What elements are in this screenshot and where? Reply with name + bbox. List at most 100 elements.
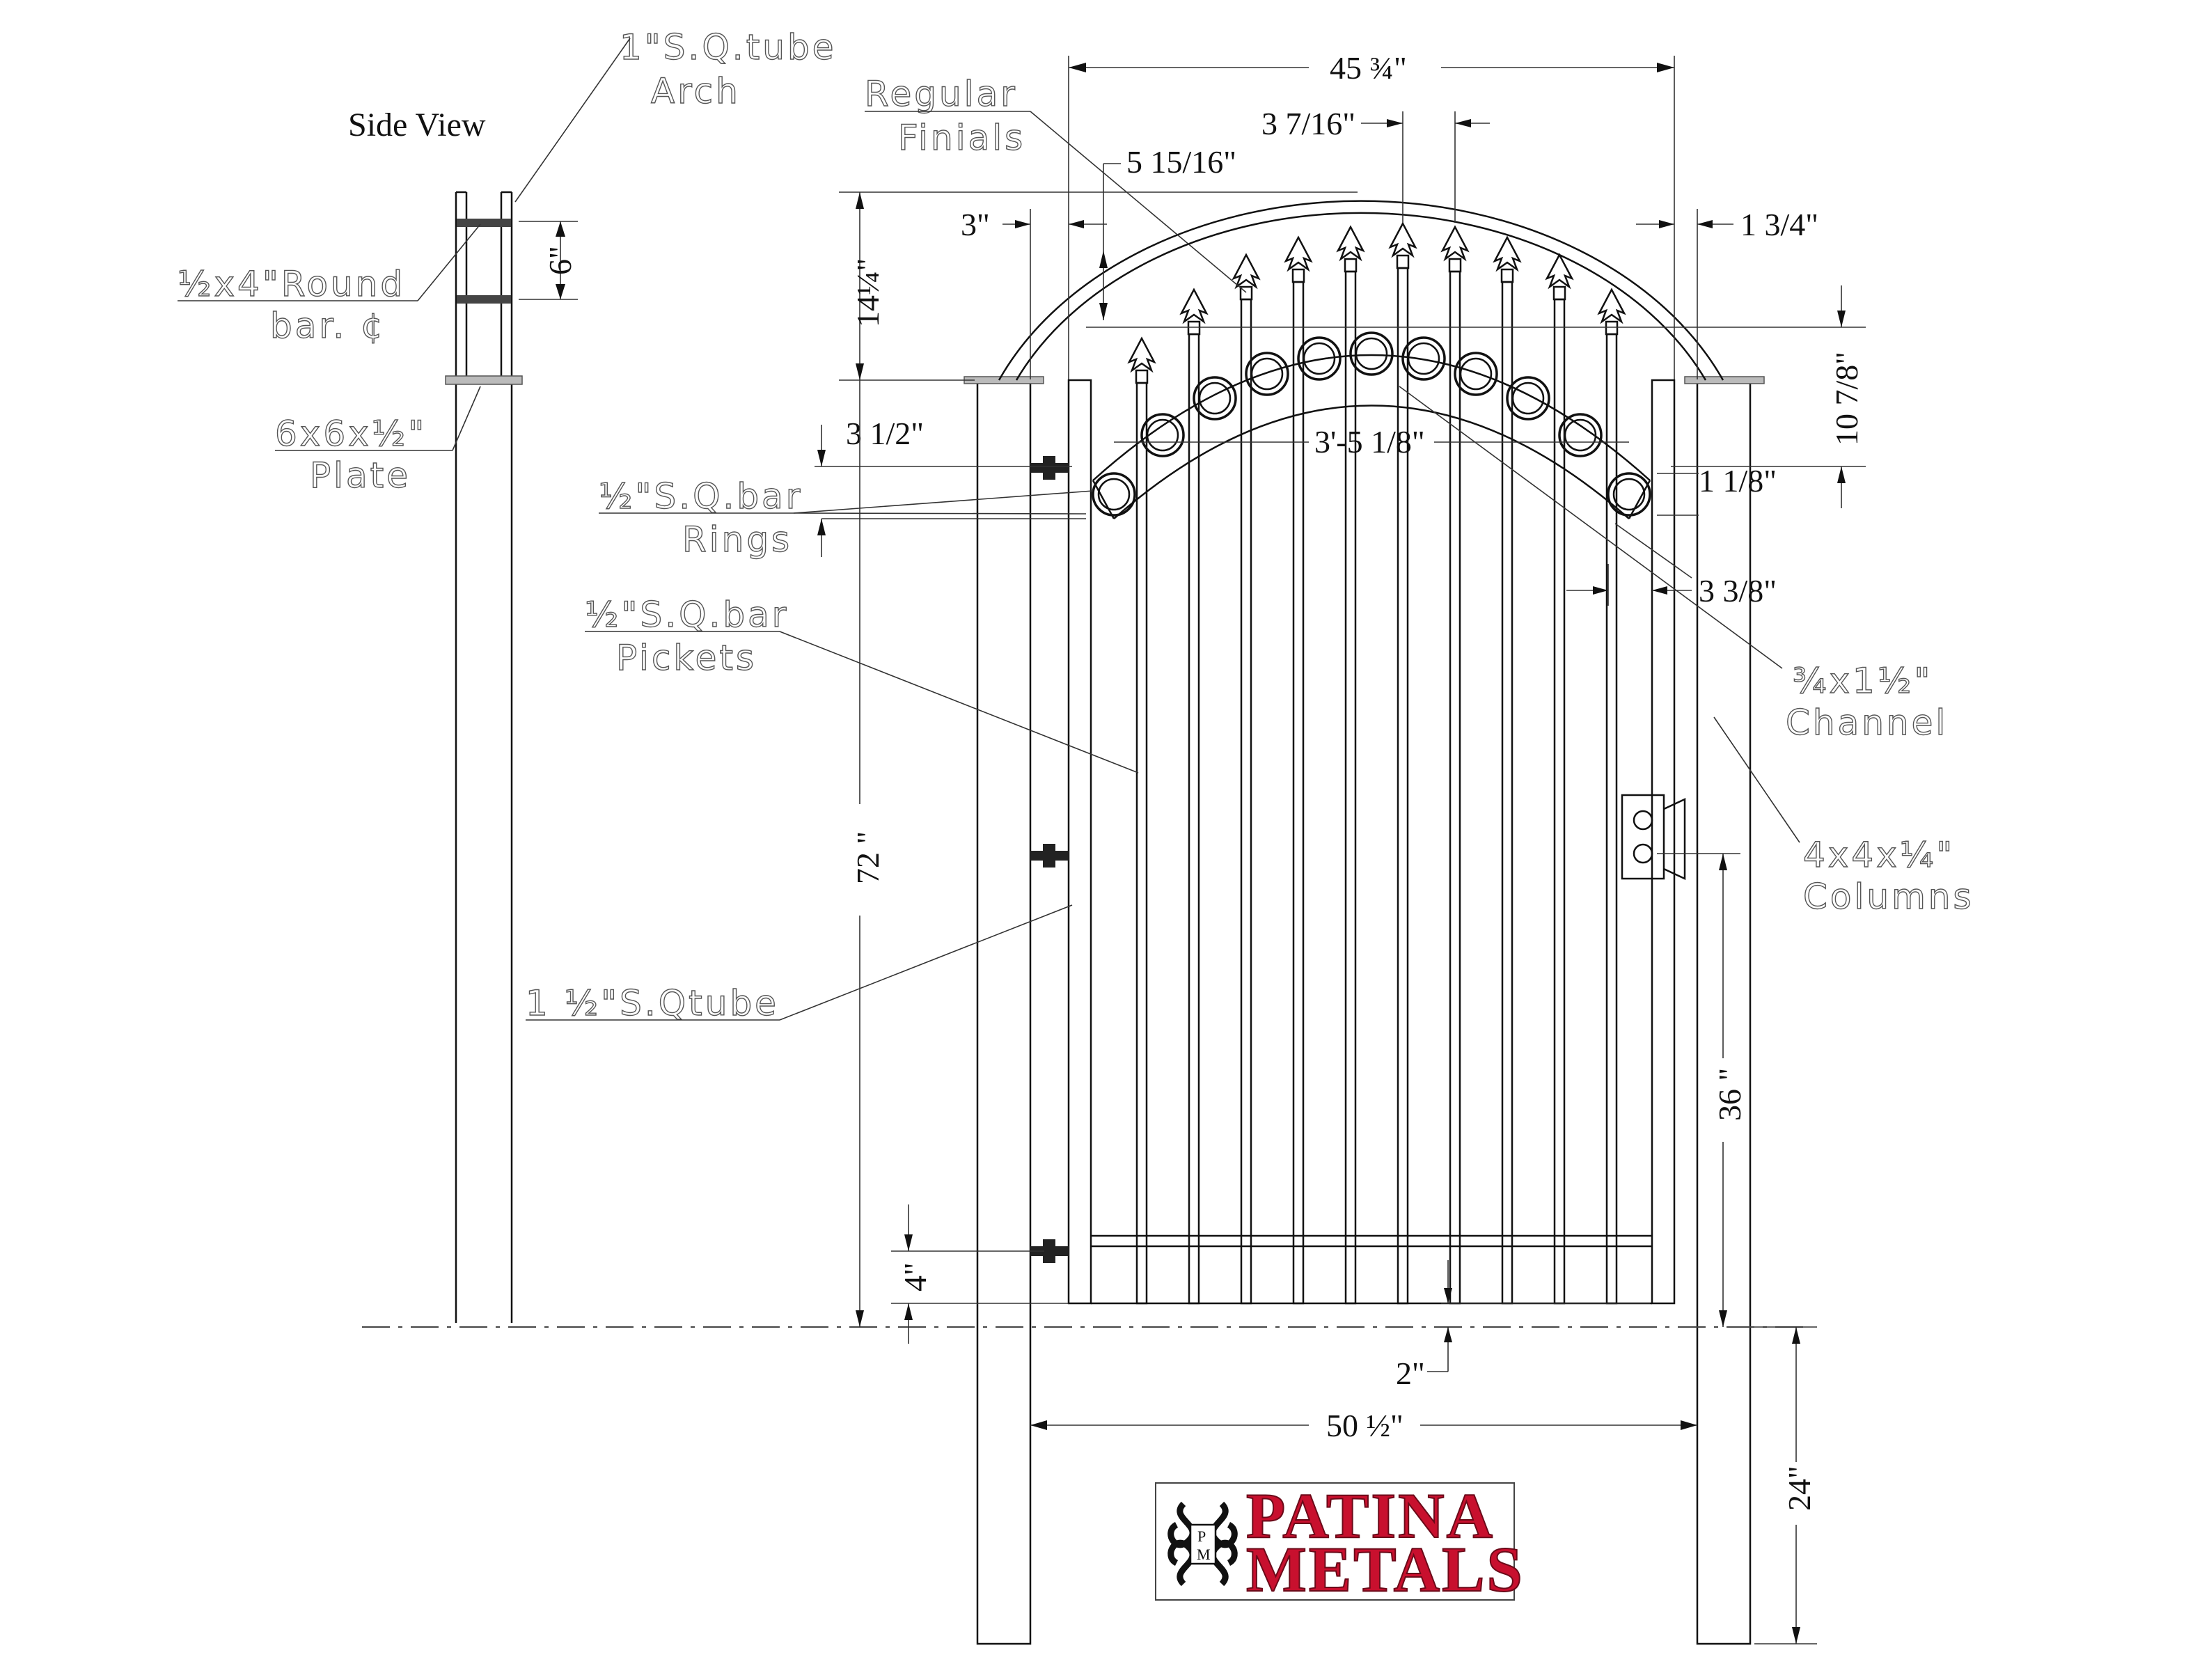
hinge-middle xyxy=(1030,844,1069,868)
finial xyxy=(1127,336,1156,373)
dim-right-rise: 10 7/8" xyxy=(1086,285,1866,508)
svg-text:1"S.Q.tube: 1"S.Q.tube xyxy=(620,27,836,68)
ring xyxy=(1349,331,1394,376)
svg-text:½"S.Q.bar: ½"S.Q.bar xyxy=(599,476,803,517)
dim-latch-height-text: 36 " xyxy=(1712,1068,1747,1121)
dim-height-text: 72 " xyxy=(850,831,886,884)
latch-box xyxy=(1621,794,1686,880)
ring xyxy=(1506,376,1550,421)
finial xyxy=(1597,288,1626,324)
ring xyxy=(1245,352,1289,396)
dim-bottom-rail: 4" xyxy=(891,1204,1069,1344)
svg-text:Columns: Columns xyxy=(1803,877,1974,917)
hinge-top xyxy=(1030,456,1069,480)
svg-text:Rings: Rings xyxy=(682,519,792,560)
outer-arch xyxy=(998,200,1724,381)
label-plate: 6x6x½" Plate xyxy=(274,386,481,496)
ring xyxy=(1607,472,1651,517)
dim-ground-gap: 2" xyxy=(1396,1260,1650,1391)
dim-arch-span-text: 3'-5 1/8" xyxy=(1314,424,1425,460)
dim-finial-offset: 5 15/16" xyxy=(1099,144,1236,320)
ring xyxy=(1454,352,1498,396)
finial xyxy=(1232,253,1261,290)
dim-latch-height: 36 " xyxy=(1657,853,1747,1327)
picket xyxy=(1188,333,1200,1305)
svg-text:1 ½"S.Qtube: 1 ½"S.Qtube xyxy=(526,983,779,1023)
dim-right-gap: 1 3/4" xyxy=(1636,207,1818,379)
label-finials: Regular Finials xyxy=(864,73,1247,293)
side-view-dim-6: 6" xyxy=(519,221,578,300)
logo-line1: PATINA xyxy=(1246,1480,1495,1551)
dim-width-bottom: 50 ½" xyxy=(1030,1408,1697,1443)
picket xyxy=(1553,298,1566,1305)
svg-text:Finials: Finials xyxy=(898,118,1025,158)
finial xyxy=(1440,225,1470,262)
finial xyxy=(1388,221,1417,258)
ring xyxy=(1401,336,1446,381)
dim-arch-rise-text: 14¼" xyxy=(850,258,886,327)
picket xyxy=(1240,298,1252,1305)
svg-text:Regular: Regular xyxy=(865,74,1018,114)
svg-text:Plate: Plate xyxy=(310,455,411,496)
dim-picket-spacing: 3 7/16" xyxy=(1261,106,1490,223)
dim-ring-drop: 3 1/2" xyxy=(815,416,1086,557)
label-round-bar: ½x4"Round bar. ¢ xyxy=(177,223,481,347)
patina-metals-logo: P M PATINA METALS xyxy=(1155,1479,1523,1606)
dim-ground-gap-text: 2" xyxy=(1396,1356,1425,1391)
dim-arch-rise: 14¼" xyxy=(839,191,1358,381)
side-view-round-bar-bottom xyxy=(457,295,511,304)
logo-monogram: P M xyxy=(1167,1501,1238,1587)
side-view-round-bar-top xyxy=(457,219,511,227)
dim-footing-text: 24" xyxy=(1782,1466,1817,1511)
svg-text:½x4"Round: ½x4"Round xyxy=(178,264,405,304)
ring xyxy=(1193,376,1237,421)
gate-frame xyxy=(1067,379,1676,1305)
dim-width-top: 45 ¾" xyxy=(1068,50,1675,379)
label-rings: ½"S.Q.bar Rings xyxy=(598,476,1094,560)
finial xyxy=(1545,253,1574,290)
dim-width-top-text: 45 ¾" xyxy=(1330,50,1407,86)
picket xyxy=(1135,382,1148,1305)
outer-arch-inner xyxy=(1015,212,1707,381)
dim-ring-offset: 3 3/8" xyxy=(1566,523,1777,609)
ring xyxy=(1297,336,1342,381)
side-view-dim-6-text: 6" xyxy=(542,246,578,275)
label-arch: 1"S.Q.tube Arch xyxy=(514,26,836,203)
svg-text:6x6x½": 6x6x½" xyxy=(275,414,427,454)
dim-ring-offset-text: 3 3/8" xyxy=(1699,573,1777,609)
dim-left-gap: 3" xyxy=(961,207,1107,379)
svg-text:bar. ¢: bar. ¢ xyxy=(270,306,386,346)
dim-picket-spacing-text: 3 7/16" xyxy=(1261,106,1355,141)
dim-ring-drop-text: 3 1/2" xyxy=(846,416,924,451)
ring xyxy=(1140,413,1185,457)
svg-text:M: M xyxy=(1197,1546,1211,1563)
label-columns: 4x4x¼" Columns xyxy=(1713,716,1974,918)
finials xyxy=(1127,221,1626,384)
svg-text:4x4x¼": 4x4x¼" xyxy=(1803,835,1955,875)
dim-footing: 24" xyxy=(1754,1326,1817,1644)
side-view-post xyxy=(455,191,513,1323)
label-pickets: ½"S.Q.bar Pickets xyxy=(584,594,1139,774)
finial xyxy=(1179,288,1209,324)
picket xyxy=(1292,281,1305,1305)
svg-text:Pickets: Pickets xyxy=(616,638,757,678)
side-view: Side View 6" xyxy=(348,107,578,1323)
ring xyxy=(1558,413,1603,457)
label-channel: ¾x1½" Channel xyxy=(1399,386,1948,744)
dim-ring-size-text: 1 1/8" xyxy=(1699,463,1777,498)
hinge-bottom xyxy=(1030,1239,1069,1263)
left-column xyxy=(964,376,1044,1645)
finial xyxy=(1493,235,1522,272)
dim-right-rise-text: 10 7/8" xyxy=(1829,352,1864,446)
label-tube: 1 ½"S.Qtube xyxy=(525,904,1073,1024)
svg-text:P: P xyxy=(1197,1528,1206,1545)
svg-text:½"S.Q.bar: ½"S.Q.bar xyxy=(585,595,789,635)
finial xyxy=(1284,235,1313,272)
side-view-plate xyxy=(445,375,523,385)
dim-finial-offset-text: 5 15/16" xyxy=(1126,144,1236,180)
svg-text:Channel: Channel xyxy=(1786,702,1948,743)
finial xyxy=(1336,225,1365,262)
dim-right-gap-text: 1 3/4" xyxy=(1740,207,1818,242)
ring-group xyxy=(1092,331,1651,517)
